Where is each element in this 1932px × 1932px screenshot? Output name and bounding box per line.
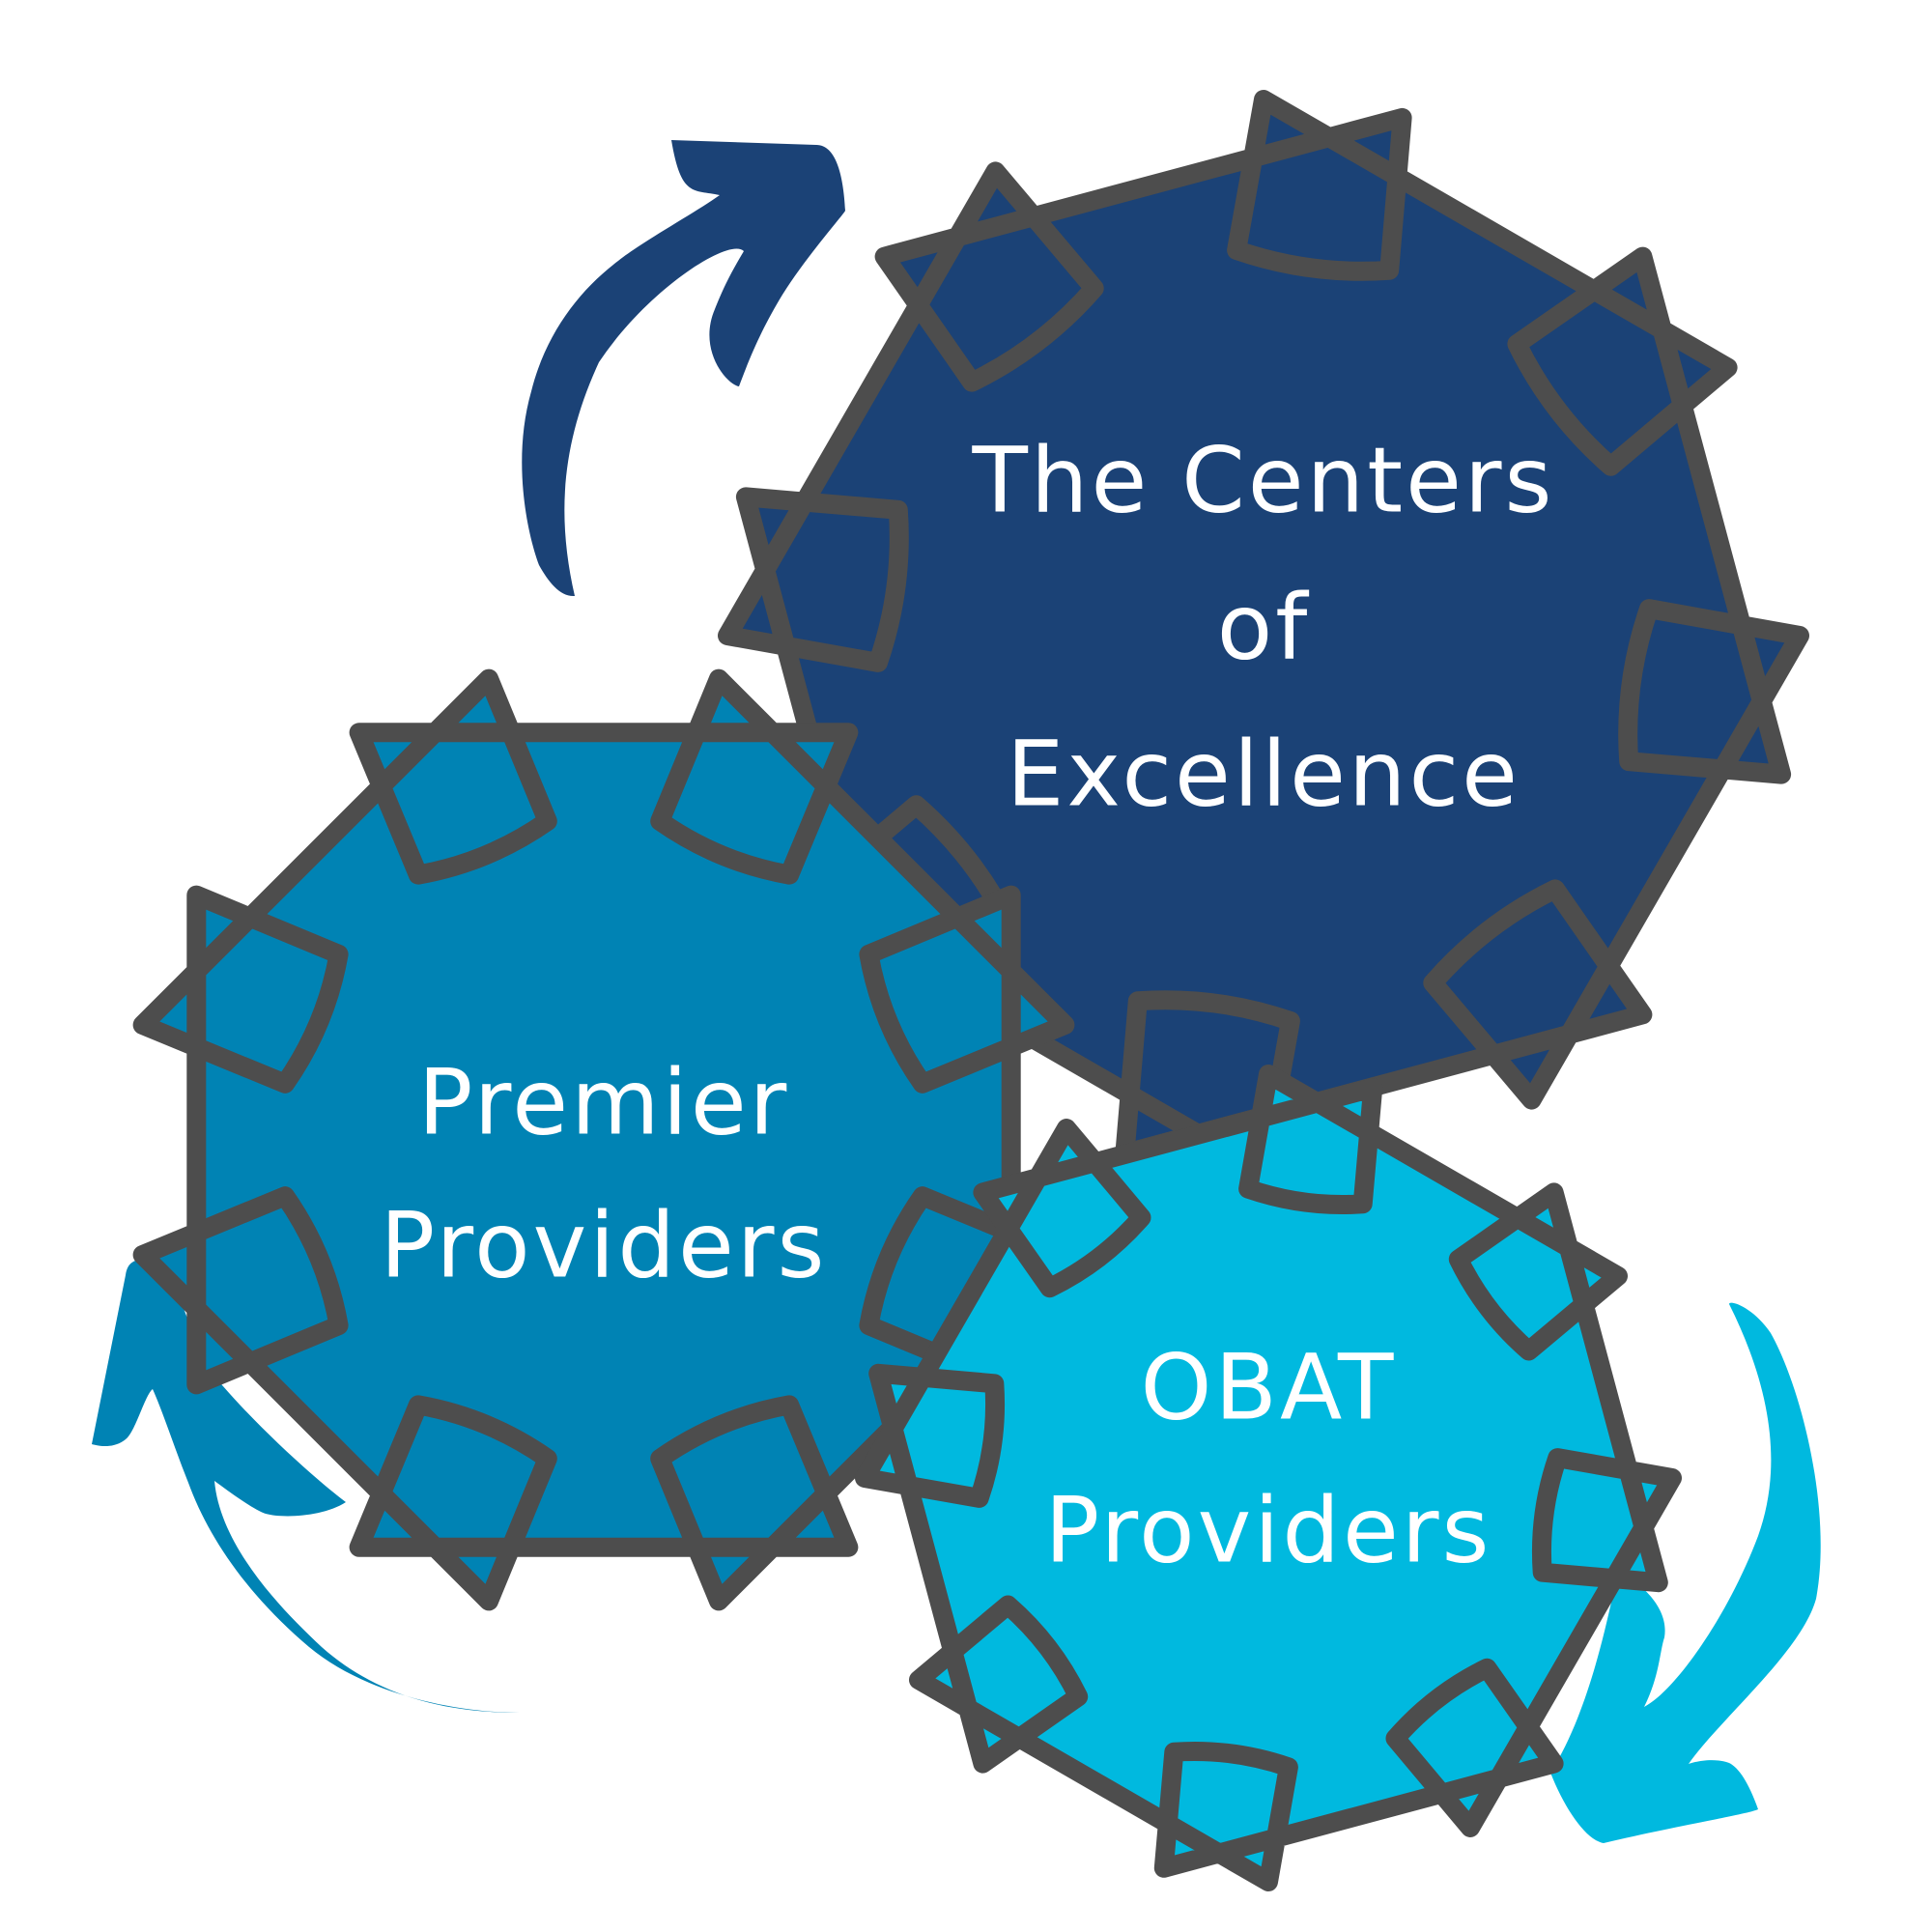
gear-label: Providers (1045, 1479, 1492, 1584)
gear-label: Premier (418, 1051, 790, 1156)
gear-label: of (1217, 576, 1311, 681)
gear-premier-providers: Premier Providers (132, 668, 1075, 1611)
top-left-arrow (522, 140, 845, 597)
gear-label: The Centers (971, 429, 1554, 534)
gear-obat-providers: OBAT Providers (855, 1065, 1682, 1891)
gear-label: OBAT (1141, 1336, 1397, 1441)
bottom-right-arrow (1550, 1302, 1821, 1843)
gear-label: Excellence (1007, 723, 1520, 828)
gear-label: Providers (381, 1194, 828, 1299)
